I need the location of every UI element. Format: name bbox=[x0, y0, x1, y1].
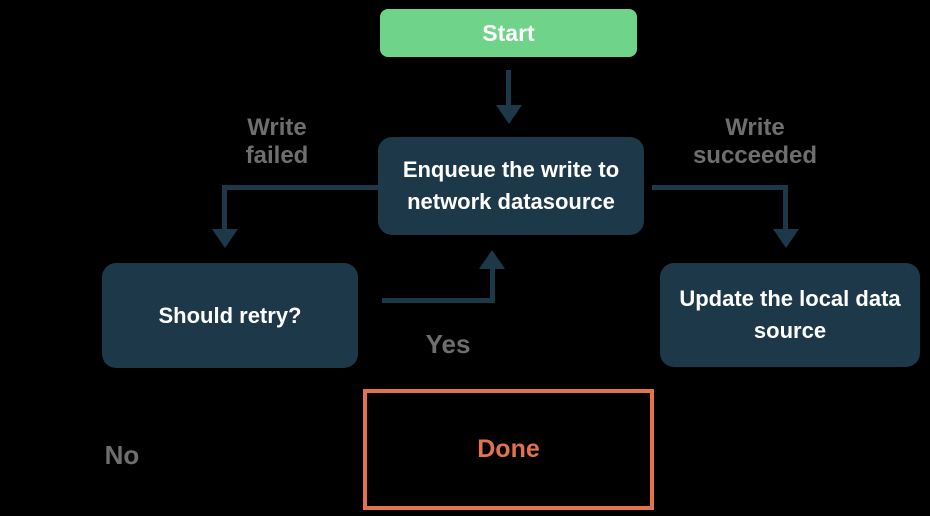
arrowhead-down-icon bbox=[496, 105, 522, 124]
node-done-label: Done bbox=[477, 435, 540, 463]
node-should-retry-label: Should retry? bbox=[158, 302, 302, 328]
edge-label-write-failed: Write failed bbox=[245, 114, 309, 169]
node-update-local-data: Update the local data source bbox=[660, 263, 920, 367]
node-enqueue-write: Enqueue the write to network datasource bbox=[378, 137, 644, 235]
arrow-enqueue-to-should-retry-line-h bbox=[222, 185, 380, 190]
edge-label-yes: Yes bbox=[425, 329, 471, 359]
arrowhead-down-icon bbox=[773, 229, 799, 248]
node-enqueue-write-label: Enqueue the write to network datasource bbox=[402, 157, 620, 214]
node-done: Done bbox=[363, 389, 654, 510]
arrow-start-to-enqueue-line bbox=[506, 70, 511, 106]
arrowhead-down-icon bbox=[212, 229, 238, 248]
arrow-enqueue-to-should-retry-line-v bbox=[222, 185, 227, 231]
edge-label-no: No bbox=[104, 440, 140, 470]
edge-label-write-succeeded: Write succeeded bbox=[692, 114, 818, 169]
arrow-should-retry-to-enqueue-line-v bbox=[490, 266, 495, 302]
arrowhead-up-icon bbox=[479, 250, 505, 269]
node-start: Start bbox=[380, 9, 637, 57]
arrow-enqueue-to-update-local-line-h bbox=[652, 185, 788, 190]
arrow-should-retry-to-enqueue-line-h bbox=[382, 298, 495, 303]
node-should-retry: Should retry? bbox=[102, 263, 358, 368]
arrow-enqueue-to-update-local-line-v bbox=[783, 185, 788, 231]
node-start-label: Start bbox=[482, 19, 535, 46]
node-update-local-data-label: Update the local data source bbox=[679, 286, 901, 343]
